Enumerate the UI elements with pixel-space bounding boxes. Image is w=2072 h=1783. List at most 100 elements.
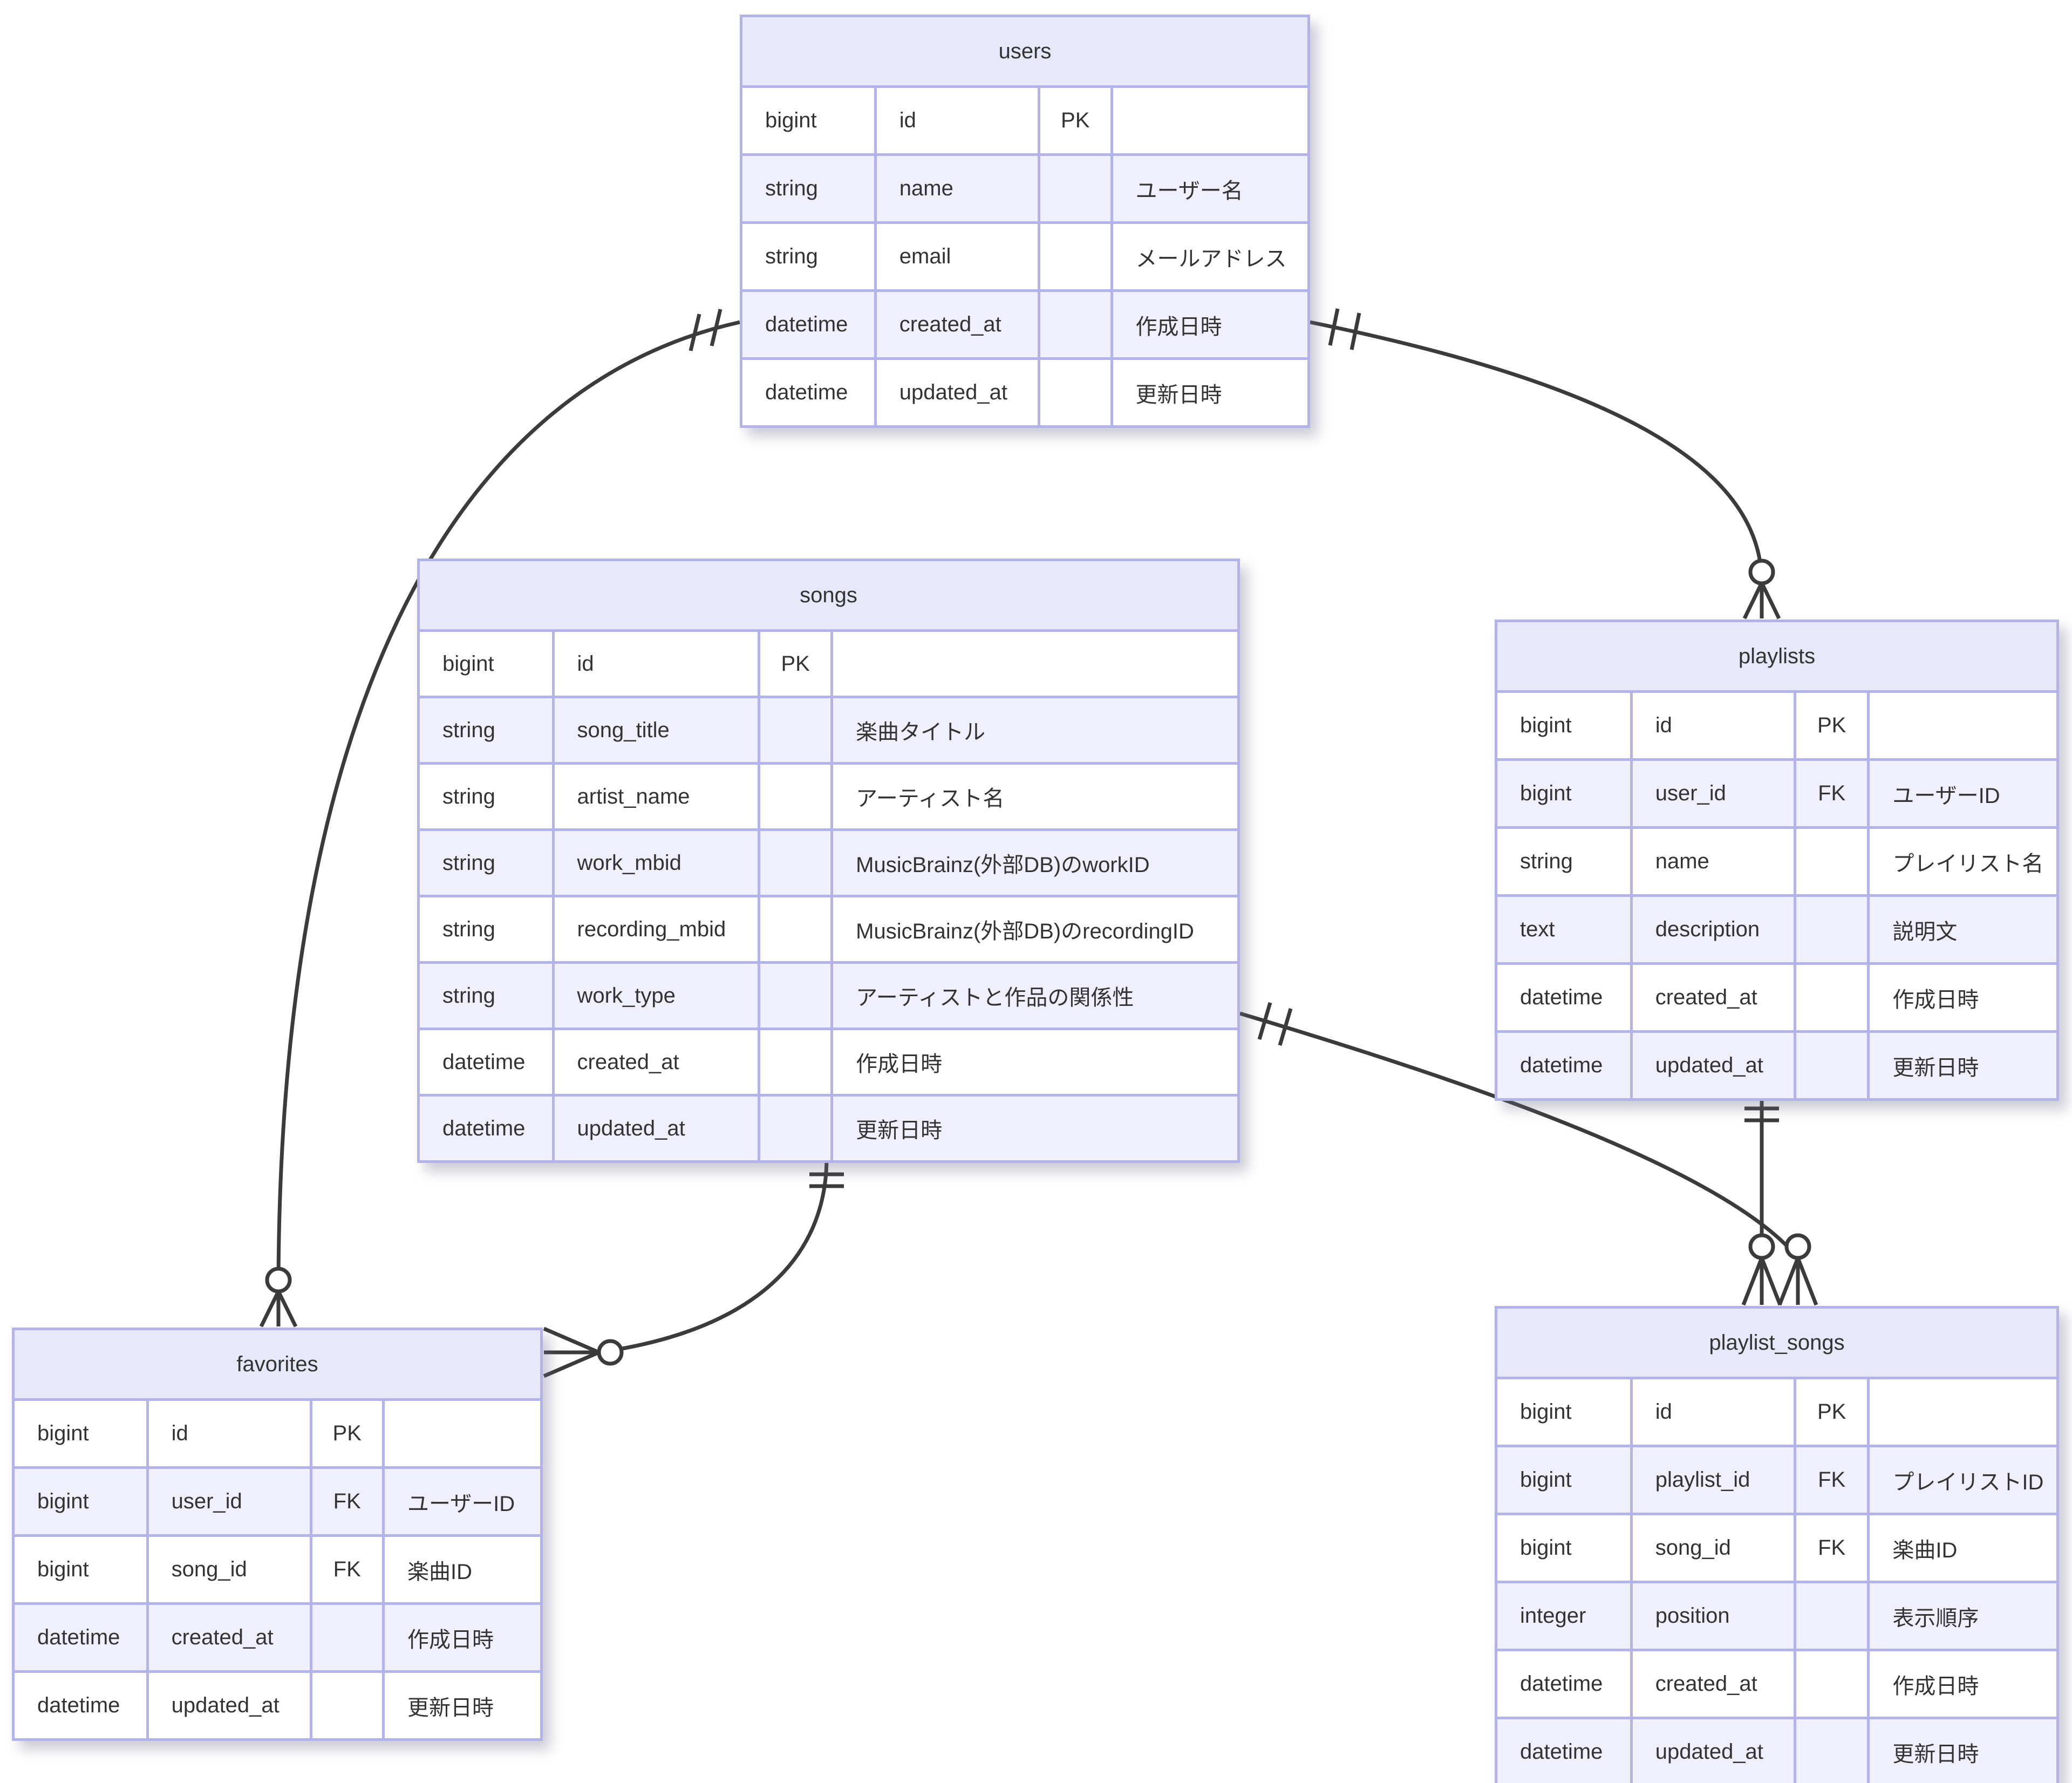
entity-attribute-rows: bigint id PK string song_title 楽曲タイトル st… <box>420 629 1237 1160</box>
attribute-type: bigint <box>37 1489 89 1513</box>
attribute-key <box>1037 360 1110 425</box>
relationship-songs-favorites <box>543 1157 844 1378</box>
attribute-key <box>758 831 830 895</box>
attribute-key <box>758 897 830 961</box>
attribute-comment <box>830 632 1237 696</box>
attribute-comment: ユーザーID <box>381 1469 540 1534</box>
attribute-name: created_at <box>1630 965 1794 1030</box>
entity-attribute-rows: bigint id PK string name ユーザー名 string em… <box>742 85 1307 425</box>
attribute-comment: アーティスト名 <box>830 765 1237 828</box>
attribute-type: bigint <box>37 1421 89 1445</box>
exactly-one-marker <box>1257 1002 1293 1046</box>
entity-attribute-rows: bigint id PK bigint user_id FK ユーザーID st… <box>1497 690 2056 1098</box>
attribute-key <box>1793 1719 1867 1783</box>
attribute-name: created_at <box>1630 1651 1794 1717</box>
attribute-key <box>1793 1583 1867 1649</box>
attribute-name: work_mbid <box>551 831 758 895</box>
attribute-key: PK <box>309 1401 382 1466</box>
attribute-row: bigint user_id FK ユーザーID <box>15 1466 540 1534</box>
attribute-row: datetime created_at 作成日時 <box>1497 962 2056 1030</box>
attribute-type: integer <box>1520 1604 1586 1628</box>
attribute-row: bigint id PK <box>420 629 1237 696</box>
entity-attribute-rows: bigint id PK bigint user_id FK ユーザーID bi… <box>15 1398 540 1738</box>
attribute-comment: 表示順序 <box>1867 1583 2056 1649</box>
entity-title: songs <box>420 561 1237 629</box>
relationship-line <box>1239 1011 1800 1260</box>
attribute-row: datetime updated_at 更新日時 <box>1497 1717 2056 1783</box>
attribute-comment: 楽曲タイトル <box>830 698 1237 762</box>
attribute-name: updated_at <box>874 360 1038 425</box>
attribute-key: FK <box>309 1469 382 1534</box>
attribute-name: updated_at <box>1630 1033 1794 1098</box>
entity-playlists: playlists bigint id PK bigint user_id FK… <box>1495 620 2059 1101</box>
attribute-name: playlist_id <box>1630 1447 1794 1513</box>
attribute-row: datetime created_at 作成日時 <box>742 289 1307 357</box>
exactly-one-marker <box>809 1172 844 1188</box>
attribute-comment: 作成日時 <box>1867 1651 2056 1717</box>
attribute-key <box>309 1673 382 1738</box>
attribute-row: datetime created_at 作成日時 <box>420 1027 1237 1094</box>
attribute-key <box>1037 224 1110 289</box>
attribute-comment: MusicBrainz(外部DB)のrecordingID <box>830 897 1237 961</box>
attribute-comment: 更新日時 <box>381 1673 540 1738</box>
attribute-type: string <box>765 176 818 200</box>
attribute-type: string <box>442 983 495 1008</box>
entity-playlist-songs: playlist_songs bigint id PK bigint playl… <box>1495 1306 2059 1783</box>
attribute-row: datetime created_at 作成日時 <box>1497 1649 2056 1717</box>
attribute-row: bigint user_id FK ユーザーID <box>1497 758 2056 826</box>
attribute-key <box>1793 829 1867 894</box>
attribute-name: song_title <box>551 698 758 762</box>
relationship-line <box>276 320 740 1292</box>
zero-or-many-marker <box>543 1326 624 1378</box>
attribute-name: user_id <box>1630 761 1794 826</box>
zero-or-many-marker <box>1777 1233 1818 1306</box>
attribute-name: description <box>1630 897 1794 962</box>
attribute-comment: 作成日時 <box>1867 965 2056 1030</box>
attribute-comment: 作成日時 <box>830 1030 1237 1094</box>
attribute-row: datetime updated_at 更新日時 <box>420 1094 1237 1160</box>
attribute-name: name <box>1630 829 1794 894</box>
attribute-row: string name プレイリスト名 <box>1497 826 2056 894</box>
attribute-row: bigint playlist_id FK プレイリストID <box>1497 1445 2056 1513</box>
entity-title: playlists <box>1497 622 2056 690</box>
attribute-key: PK <box>1037 88 1110 153</box>
attribute-type: datetime <box>1520 985 1603 1009</box>
attribute-name: updated_at <box>551 1097 758 1160</box>
attribute-key: FK <box>1793 1515 1867 1581</box>
entity-songs: songs bigint id PK string song_title 楽曲タ… <box>417 559 1240 1163</box>
attribute-type: bigint <box>37 1557 89 1581</box>
attribute-name: artist_name <box>551 765 758 828</box>
attribute-row: string song_title 楽曲タイトル <box>420 696 1237 762</box>
attribute-name: song_id <box>146 1537 310 1602</box>
exactly-one-marker <box>1744 1106 1779 1122</box>
attribute-name: song_id <box>1630 1515 1794 1581</box>
attribute-key <box>758 1030 830 1094</box>
attribute-type: datetime <box>37 1693 120 1717</box>
attribute-key <box>758 765 830 828</box>
attribute-type: bigint <box>1520 1400 1572 1424</box>
attribute-name: id <box>1630 1379 1794 1445</box>
zero-or-many-marker <box>1742 559 1781 620</box>
attribute-name: id <box>874 88 1038 153</box>
attribute-comment: アーティストと作品の関係性 <box>830 964 1237 1027</box>
attribute-row: bigint song_id FK 楽曲ID <box>15 1534 540 1602</box>
attribute-comment: 楽曲ID <box>381 1537 540 1602</box>
attribute-type: datetime <box>442 1050 526 1074</box>
attribute-row: string work_type アーティストと作品の関係性 <box>420 961 1237 1027</box>
attribute-comment: 更新日時 <box>1867 1719 2056 1783</box>
zero-or-many-marker <box>259 1267 298 1328</box>
relationship-playlists-playlist-songs <box>1741 1095 1782 1306</box>
attribute-type: string <box>442 718 495 742</box>
attribute-comment: プレイリストID <box>1867 1447 2056 1513</box>
entity-attribute-rows: bigint id PK bigint playlist_id FK プレイリス… <box>1497 1377 2056 1783</box>
attribute-name: updated_at <box>146 1673 310 1738</box>
exactly-one-marker <box>689 309 723 351</box>
attribute-row: integer position 表示順序 <box>1497 1581 2056 1649</box>
attribute-name: created_at <box>146 1605 310 1670</box>
attribute-name: updated_at <box>1630 1719 1794 1783</box>
attribute-key: PK <box>1793 693 1867 758</box>
attribute-type: string <box>442 917 495 941</box>
attribute-row: datetime created_at 作成日時 <box>15 1602 540 1670</box>
attribute-row: bigint song_id FK 楽曲ID <box>1497 1513 2056 1581</box>
relationship-songs-playlist-songs <box>1239 1002 1818 1306</box>
